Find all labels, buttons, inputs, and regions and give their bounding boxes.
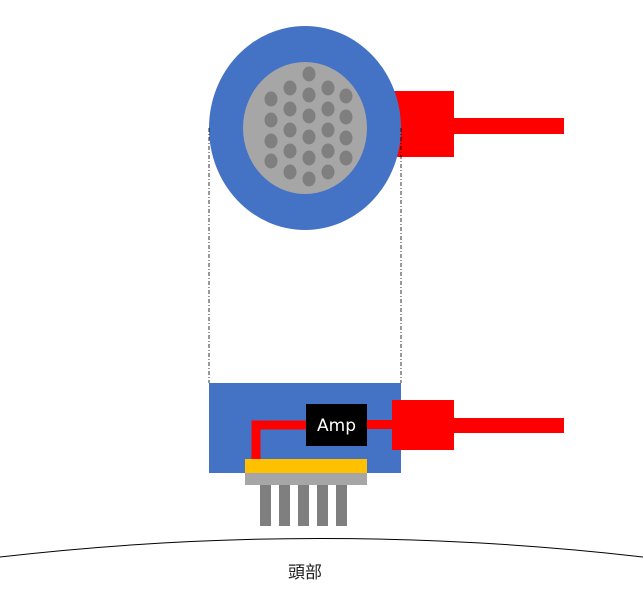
electrode-hole — [264, 112, 278, 128]
electrode-hole — [339, 88, 353, 104]
electrode-pin — [279, 485, 290, 526]
electrode-hole — [283, 80, 297, 96]
bottom-cable-wire — [454, 418, 564, 433]
amp-label: Amp — [317, 416, 356, 436]
electrode-hole — [264, 91, 278, 107]
electrode-pins — [260, 485, 347, 526]
electrode-hole — [283, 122, 297, 138]
head-label: 頭部 — [288, 563, 322, 583]
electrode-hole — [321, 164, 335, 180]
electrode-hole — [264, 133, 278, 149]
electrode-hole — [302, 129, 316, 145]
head-surface-curve — [0, 538, 643, 558]
internal-wire — [251, 420, 310, 460]
electrode-hole — [264, 153, 278, 169]
electrode-hole — [283, 164, 297, 180]
electrode-hole — [302, 108, 316, 124]
electrode-pin — [298, 485, 309, 526]
electrode-top-view — [209, 26, 564, 230]
top-cable-wire — [454, 118, 564, 134]
electrode-pin — [260, 485, 271, 526]
electrode-hole — [302, 66, 316, 82]
electrode-hole — [283, 143, 297, 159]
amp-box — [306, 404, 367, 446]
electrode-hole — [302, 150, 316, 166]
top-cable-connector — [392, 91, 454, 157]
electrode-hole — [302, 87, 316, 103]
electrode-hole — [339, 130, 353, 146]
electrode-pin — [317, 485, 328, 526]
electrode-hole — [302, 171, 316, 187]
electrode-holes — [264, 66, 353, 187]
electrode-hole — [283, 101, 297, 117]
electrode-hole — [321, 80, 335, 96]
electrode-base — [245, 473, 367, 485]
electrode-substrate — [245, 459, 367, 473]
electrode-hole — [321, 101, 335, 117]
amp-to-connector-wire — [366, 420, 396, 429]
electrode-hole — [339, 150, 353, 166]
electrode-hole — [339, 109, 353, 125]
electrode-pin — [336, 485, 347, 526]
electrode-hole — [321, 122, 335, 138]
bottom-cable-connector — [392, 400, 454, 450]
electrode-side-view: Amp — [209, 383, 564, 526]
electrode-hole — [321, 143, 335, 159]
